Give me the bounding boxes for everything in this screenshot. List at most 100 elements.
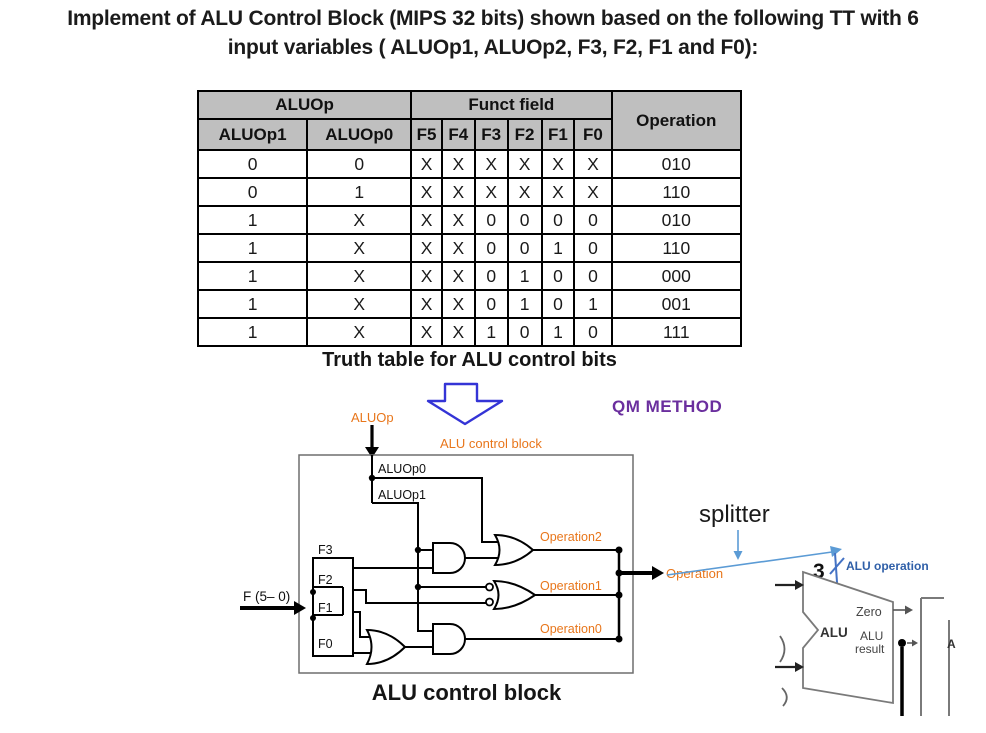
col-header-f2: F2	[506, 118, 543, 151]
table-cell: X	[440, 261, 476, 291]
table-cell: 110	[610, 177, 743, 207]
alu-control-block-label: ALU control block	[440, 436, 542, 451]
bus-width-label: 3	[813, 560, 825, 583]
truth-table-caption: Truth table for ALU control bits	[322, 349, 617, 371]
table-cell: X	[410, 177, 443, 207]
table-cell: 0	[540, 289, 576, 319]
table-cell: 0	[306, 149, 413, 179]
slide-title: Implement of ALU Control Block (MIPS 32 …	[0, 4, 986, 62]
alu-shape	[802, 570, 894, 705]
alu-control-block-box	[298, 454, 634, 674]
table-cell: 0	[573, 261, 613, 291]
table-cell: X	[306, 317, 413, 347]
and-gate-operation0	[432, 623, 466, 655]
cropped-datapath-lines	[920, 597, 950, 716]
circuit-wires	[353, 455, 619, 654]
table-cell: 111	[610, 317, 743, 347]
table-cell: 0	[196, 177, 309, 207]
table-cell: 1	[196, 317, 309, 347]
operation1-label: Operation1	[540, 579, 602, 593]
table-cell: 0	[473, 261, 509, 291]
table-cell: 1	[573, 289, 613, 319]
table-cell: X	[306, 289, 413, 319]
operation2-label: Operation2	[540, 530, 602, 544]
table-cell: X	[410, 233, 443, 263]
table-cell: 001	[610, 289, 743, 319]
table-cell: X	[306, 261, 413, 291]
col-header-f3: F3	[473, 118, 509, 151]
zero-label: Zero	[856, 605, 882, 619]
table-cell: 1	[306, 177, 413, 207]
table-cell: 000	[610, 261, 743, 291]
table-cell: 0	[540, 205, 576, 235]
alu-datapath-fragment: ALU Zero ALU result	[775, 570, 956, 716]
table-cell: 0	[573, 233, 613, 263]
f-input-label: F (5– 0)	[243, 589, 290, 604]
col-header-aluop1: ALUOp1	[196, 118, 309, 151]
cropped-curve-fragments	[779, 635, 788, 707]
zero-output-arrow	[893, 605, 913, 615]
table-cell: X	[440, 233, 476, 263]
table-cell: X	[440, 289, 476, 319]
f3-wire-label: F3	[318, 543, 333, 557]
funct-field-box	[312, 557, 354, 657]
splitter-label: splitter	[699, 501, 770, 528]
table-cell: 1	[196, 205, 309, 235]
col-header-aluop0: ALUOp0	[306, 118, 413, 151]
alu-operation-label: ALU operation	[846, 559, 929, 573]
down-block-arrow-icon	[426, 382, 504, 426]
slide-title-line1: Implement of ALU Control Block (MIPS 32 …	[67, 7, 919, 30]
table-cell: X	[540, 149, 576, 179]
alu-input-arrows	[775, 580, 804, 672]
table-cell: 1	[540, 233, 576, 263]
table-cell: 0	[506, 317, 543, 347]
table-cell: X	[440, 317, 476, 347]
table-cell: X	[440, 149, 476, 179]
aluop0-wire-label: ALUOp0	[378, 462, 426, 476]
table-cell: 1	[506, 289, 543, 319]
splitter-line	[666, 546, 842, 576]
table-cell: X	[573, 177, 613, 207]
col-header-f5: F5	[410, 118, 443, 151]
table-cell: X	[440, 177, 476, 207]
table-cell: X	[473, 149, 509, 179]
aluop-label: ALUOp	[351, 410, 394, 425]
a-label: A	[947, 637, 956, 651]
col-header-f4: F4	[440, 118, 476, 151]
table-cell: 0	[506, 233, 543, 263]
table-cell: 0	[506, 205, 543, 235]
table-subheader-row: ALUOp1 ALUOp0 F5 F4 F3 F2 F1 F0	[196, 118, 741, 151]
col-header-f1: F1	[540, 118, 576, 151]
table-cell: 010	[610, 205, 743, 235]
table-cell: 1	[196, 233, 309, 263]
table-cell: 0	[473, 233, 509, 263]
qm-method-label: QM METHOD	[612, 397, 722, 416]
operation0-label: Operation0	[540, 622, 602, 636]
group-header-funct-field: Funct field	[410, 90, 613, 120]
table-cell: 110	[610, 233, 743, 263]
table-group-header-row: ALUOp Funct field Operation	[196, 90, 743, 151]
table-cell: 1	[506, 261, 543, 291]
col-header-f0: F0	[573, 118, 613, 151]
table-cell: 1	[196, 261, 309, 291]
or-gate-operation2	[493, 533, 535, 567]
nor-input-bubble	[485, 597, 494, 607]
table-cell: X	[410, 205, 443, 235]
table-cell: X	[440, 205, 476, 235]
table-cell: X	[410, 317, 443, 347]
splitter-pointer-arrow-icon	[733, 530, 743, 560]
table-cell: X	[540, 177, 576, 207]
alu-control-diagram: QM METHOD ALUOp ALU control block ALUOp0…	[240, 382, 956, 716]
table-cell: X	[506, 149, 543, 179]
table-cell: X	[473, 177, 509, 207]
result-output-arrow	[907, 639, 918, 647]
f-input-arrow	[240, 601, 306, 615]
aluop1-wire-label: ALUOp1	[378, 488, 426, 502]
